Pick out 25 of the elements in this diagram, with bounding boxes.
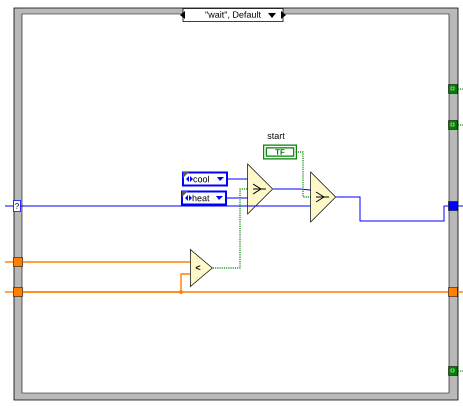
wire [336,196,449,222]
wire [296,151,310,198]
enum-constant: heat [181,190,227,206]
wire [458,370,463,372]
wire [228,178,248,180]
enum-constant: cool [182,172,228,186]
wire [22,291,448,293]
wire [458,124,463,126]
wire [212,188,248,269]
constant-label: start [268,133,285,139]
wire [458,291,463,293]
tunnel [448,120,458,130]
tunnel [13,257,23,267]
wire [5,261,14,263]
tunnel [448,366,458,376]
wire [22,261,190,263]
wire [272,188,311,190]
wire [5,291,14,293]
boolean-constant: TF [263,144,297,160]
tunnel [448,287,458,297]
tunnel [13,287,23,297]
wire [458,88,463,90]
tunnel [448,201,458,211]
tunnel: ? [13,200,21,212]
tunnel [448,84,458,94]
